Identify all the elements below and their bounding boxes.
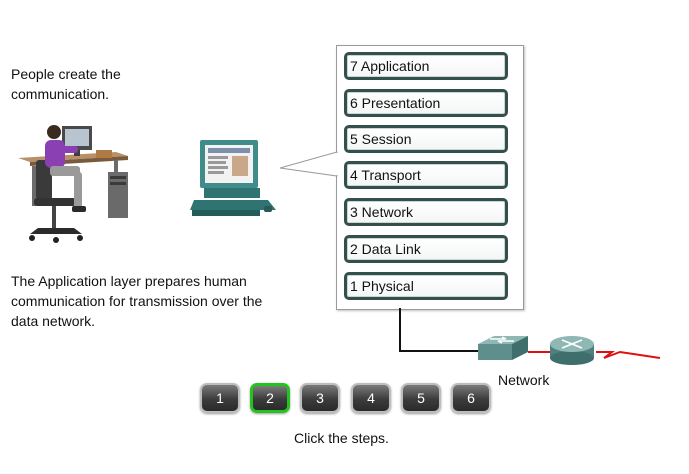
application-layer-description: The Application layer prepares human com… <box>11 273 263 329</box>
layer-5-session[interactable]: 5 Session <box>344 125 508 153</box>
layer-1-physical[interactable]: 1 Physical <box>344 272 508 300</box>
layer-3-network[interactable]: 3 Network <box>344 198 508 226</box>
people-create-text: People create the communication. <box>11 66 121 102</box>
layer-6-presentation[interactable]: 6 Presentation <box>344 89 508 117</box>
router-icon <box>550 336 594 365</box>
step-1-button[interactable]: 1 <box>200 383 240 413</box>
switch-icon <box>478 336 528 360</box>
layer-7-application[interactable]: 7 Application <box>344 52 508 80</box>
step-6-button[interactable]: 6 <box>451 383 491 413</box>
step-4-button[interactable]: 4 <box>351 383 391 413</box>
person-at-computer-icon <box>18 125 128 243</box>
step-2-button[interactable]: 2 <box>250 383 290 413</box>
step-3-button[interactable]: 3 <box>300 383 340 413</box>
network-label: Network <box>498 372 550 388</box>
instruction-text: Click the steps. <box>294 430 389 446</box>
layer-2-data-link[interactable]: 2 Data Link <box>344 235 508 263</box>
step-5-button[interactable]: 5 <box>401 383 441 413</box>
workstation-computer-icon <box>190 140 276 216</box>
layer-4-transport[interactable]: 4 Transport <box>344 161 508 189</box>
